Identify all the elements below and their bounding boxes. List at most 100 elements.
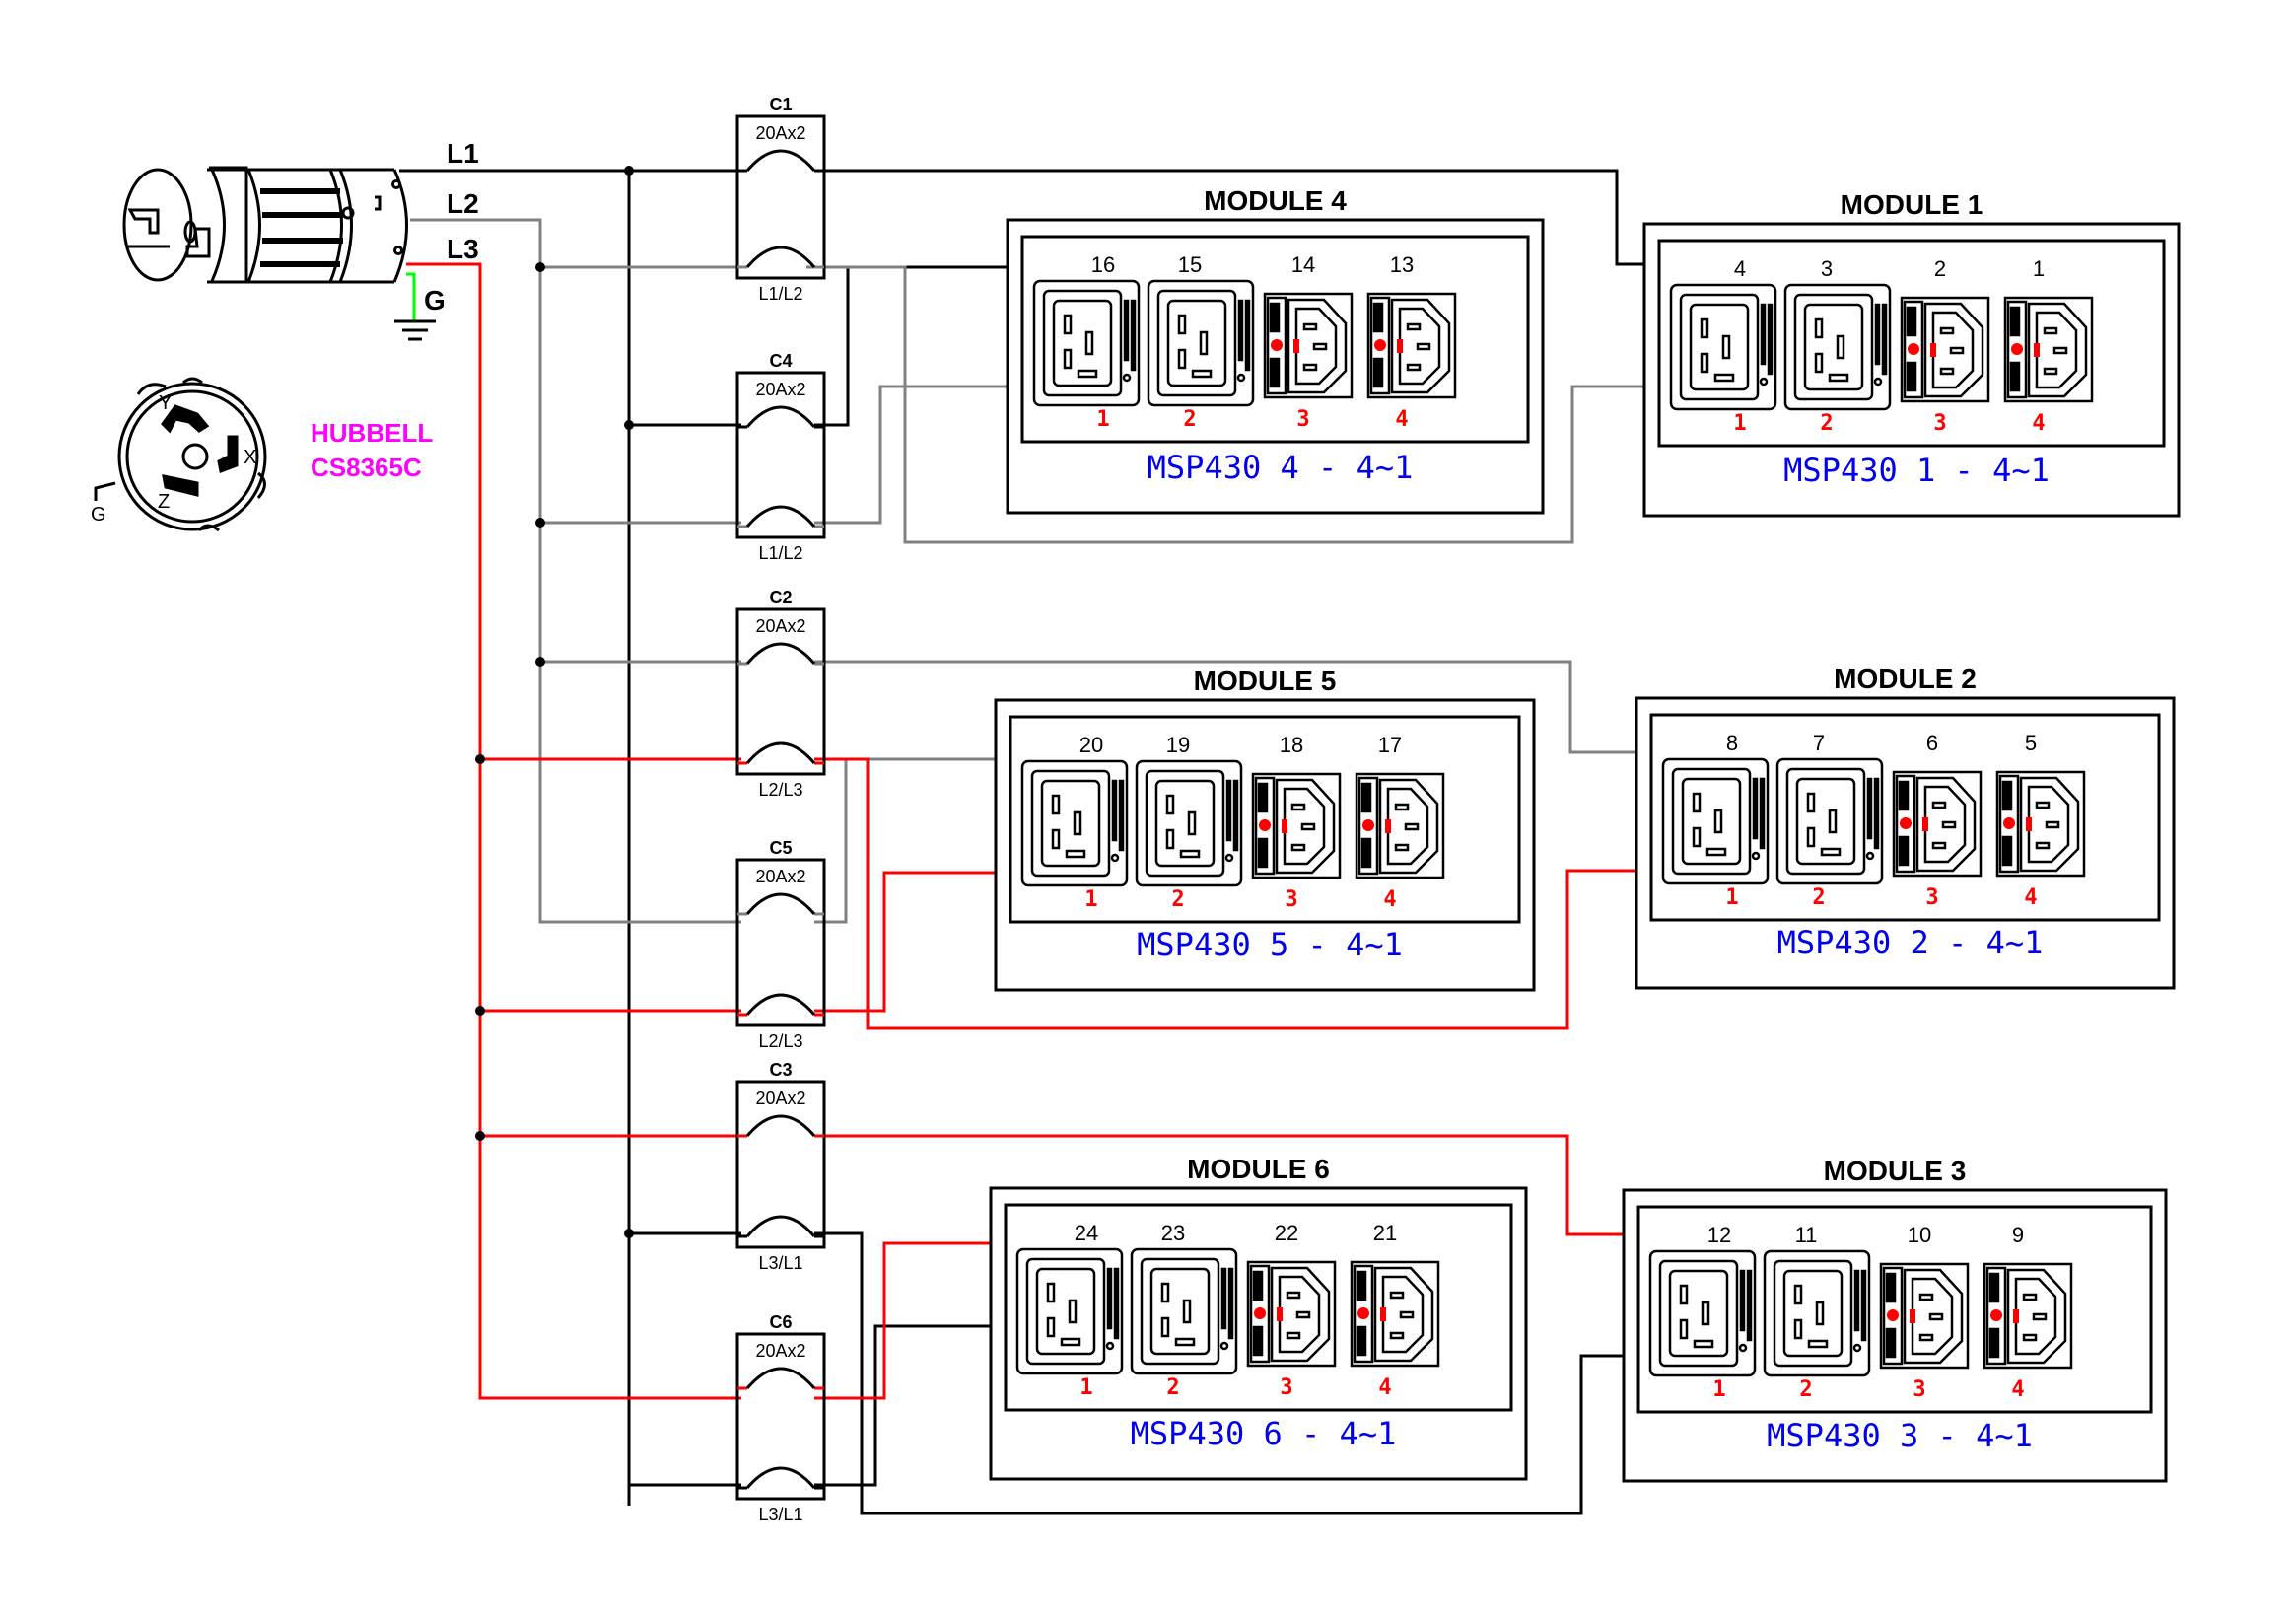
breaker-phases: L3/L1 — [758, 1505, 802, 1524]
c19-outlet-icon — [1669, 283, 1777, 411]
plug-pin-label-x: X — [244, 447, 256, 468]
plug-pin-label-g: G — [91, 504, 106, 526]
outlet-index: 1 — [1096, 407, 1109, 432]
ground-icon — [394, 272, 436, 341]
status-led-icon — [1990, 1309, 2002, 1321]
outlet-20[interactable]: 201 — [1020, 733, 1129, 912]
breaker-rating: 20Ax2 — [755, 1341, 805, 1361]
breaker-id: C5 — [769, 838, 792, 858]
outlet-1[interactable]: 14 — [2003, 256, 2094, 436]
line-label-l3: L3 — [447, 234, 479, 264]
plug-face-icon — [94, 377, 267, 532]
outlet-number: 10 — [1908, 1223, 1931, 1247]
c19-outlet-icon — [1135, 759, 1243, 887]
module-model-label: MSP430 3 - 4~1 — [1767, 1417, 2033, 1454]
outlet-number: 20 — [1079, 733, 1103, 757]
breaker-pole-top-icon — [745, 1114, 816, 1137]
outlet-number: 8 — [1726, 731, 1738, 755]
outlet-index: 3 — [1925, 885, 1938, 910]
breaker-pole-bottom-icon — [745, 741, 816, 764]
module-outer-box — [1642, 222, 2181, 518]
outlet-6[interactable]: 63 — [1892, 731, 1983, 910]
outlet-13[interactable]: 134 — [1366, 252, 1457, 432]
c13-outlet-icon — [1263, 292, 1354, 399]
outlet-7[interactable]: 72 — [1775, 731, 1884, 910]
module-title: MODULE 2 — [1834, 664, 1977, 694]
breaker-pole-bottom-icon — [745, 505, 816, 528]
status-led-icon — [1362, 819, 1374, 831]
wires — [399, 166, 1644, 1515]
breaker-pole-top-icon — [745, 642, 816, 665]
breaker-box — [735, 607, 826, 776]
outlet-index: 2 — [1166, 1375, 1179, 1400]
c13-outlet-icon — [2003, 296, 2094, 403]
outlet-index: 3 — [1280, 1375, 1292, 1400]
outlet-index: 4 — [1395, 407, 1408, 432]
c19-outlet-icon — [1015, 1247, 1124, 1375]
module-title: MODULE 6 — [1187, 1154, 1330, 1184]
breaker-pole-bottom-icon — [745, 1215, 816, 1237]
module-outer-box — [994, 698, 1536, 992]
outlet-index: 4 — [2032, 411, 2045, 436]
outlet-9[interactable]: 94 — [1983, 1223, 2073, 1402]
outlet-8[interactable]: 81 — [1661, 731, 1770, 910]
outlet-number: 21 — [1373, 1221, 1397, 1245]
outlet-18[interactable]: 183 — [1251, 733, 1342, 912]
c13-outlet-icon — [1879, 1262, 1970, 1370]
c19-outlet-icon — [1032, 279, 1141, 407]
breaker-id: C3 — [769, 1060, 792, 1080]
outlet-11[interactable]: 112 — [1763, 1223, 1871, 1402]
breaker-box — [735, 371, 826, 539]
outlet-4[interactable]: 41 — [1669, 256, 1777, 436]
plug-side-view — [122, 166, 408, 284]
outlet-15[interactable]: 152 — [1147, 252, 1255, 432]
breaker-box — [735, 858, 826, 1027]
outlet-10[interactable]: 103 — [1879, 1223, 1970, 1402]
outlet-index: 2 — [1171, 887, 1184, 912]
module-outer-box — [1622, 1188, 2168, 1483]
outlet-number: 5 — [2025, 731, 2037, 755]
outlet-number: 9 — [2012, 1223, 2024, 1247]
outlet-23[interactable]: 23 2 — [1130, 1221, 1238, 1400]
plug-pin-label-z: Z — [158, 491, 170, 513]
junction-dots — [475, 166, 634, 1238]
outlet-19[interactable]: 192 — [1135, 733, 1243, 912]
status-led-icon — [1271, 339, 1283, 351]
outlet-17[interactable]: 174 — [1355, 733, 1445, 912]
breaker-id: C6 — [769, 1312, 792, 1332]
outlet-number: 23 — [1161, 1221, 1185, 1245]
c13-outlet-icon — [1350, 1260, 1440, 1368]
status-led-icon — [1259, 819, 1271, 831]
breaker-phases: L2/L3 — [758, 780, 802, 800]
module-model-label: MSP430 4 - 4~1 — [1148, 449, 1414, 486]
status-led-icon — [1887, 1309, 1899, 1321]
outlet-24[interactable]: 241 — [1015, 1221, 1124, 1400]
outlet-21[interactable]: 214 — [1350, 1221, 1440, 1400]
outlet-14[interactable]: 143 — [1263, 252, 1354, 432]
breaker-phases: L1/L2 — [758, 284, 802, 304]
outlet-22[interactable]: 223 — [1246, 1221, 1337, 1400]
outlet-index: 3 — [1296, 407, 1309, 432]
outlet-number: 6 — [1926, 731, 1938, 755]
outlet-2[interactable]: 23 — [1900, 256, 1990, 436]
outlet-16[interactable]: 161 — [1032, 252, 1141, 432]
outlet-3[interactable]: 32 — [1783, 256, 1892, 436]
c13-outlet-icon — [1983, 1262, 2073, 1370]
outlet-12[interactable]: 121 — [1648, 1223, 1757, 1402]
outlet-5[interactable]: 54 — [1995, 731, 2086, 910]
status-led-icon — [2003, 817, 2015, 829]
outlet-number: 4 — [1734, 256, 1746, 281]
outlet-index: 2 — [1812, 885, 1825, 910]
outlet-index: 1 — [1079, 1375, 1092, 1400]
module-model-label: MSP430 5 - 4~1 — [1137, 926, 1403, 963]
outlet-panel — [1657, 239, 2166, 448]
